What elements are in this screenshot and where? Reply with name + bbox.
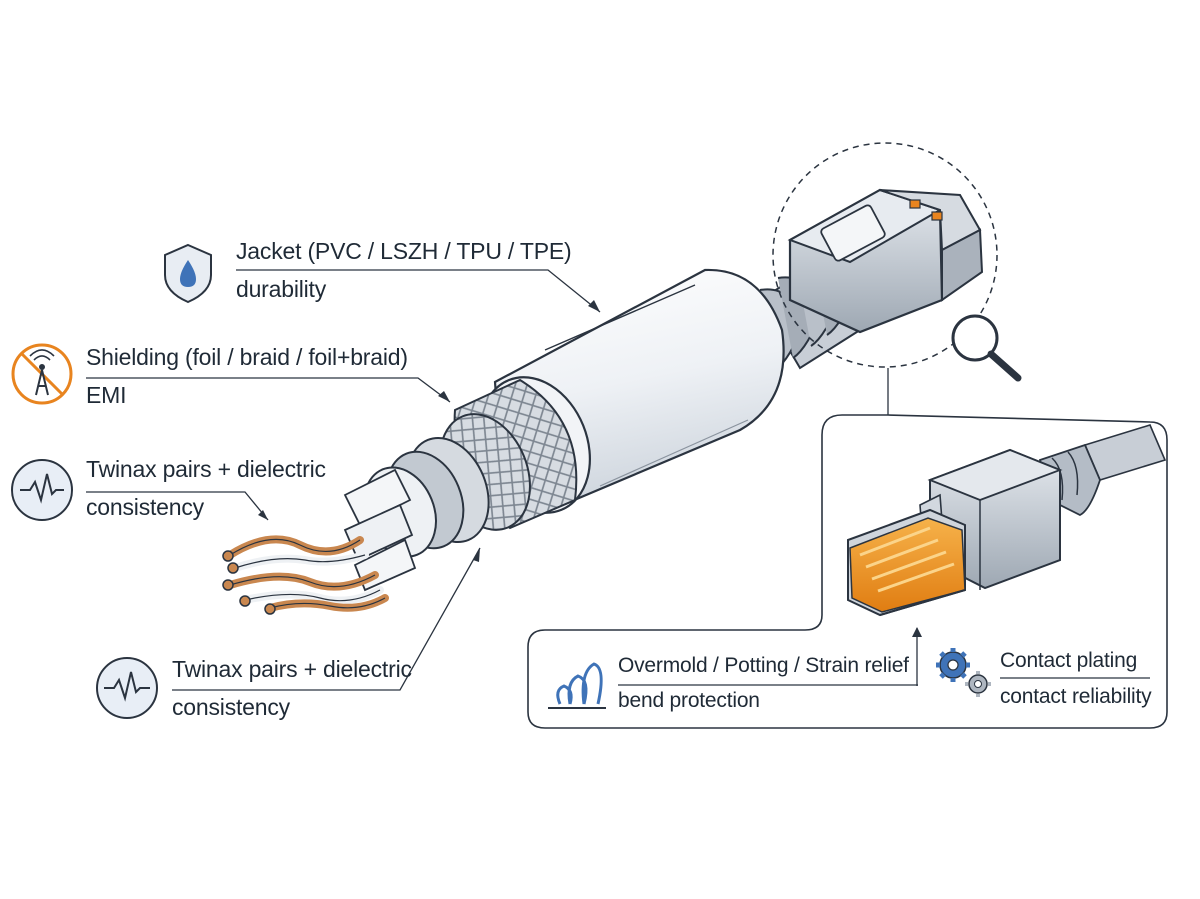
shielding-subtitle: EMI [86, 382, 127, 408]
magnifier-icon [951, 314, 1022, 382]
twinax-upper-title: Twinax pairs + dielectric [86, 456, 326, 482]
cable-assembly [222, 188, 984, 615]
twinax-upper-subtitle: consistency [86, 494, 204, 520]
gears-icon [936, 648, 991, 697]
jacket-title: Jacket (PVC / LSZH / TPU / TPE) [236, 238, 572, 264]
jacket-subtitle: durability [236, 276, 327, 302]
zoom-focus-circle [772, 142, 998, 368]
signal-wave-icon [96, 657, 158, 719]
twinax-lower-title: Twinax pairs + dielectric [172, 656, 412, 682]
plating-title: Contact plating [1000, 649, 1138, 672]
usb-connector [787, 188, 984, 334]
spring-icon [548, 662, 606, 709]
twinax-lower-subtitle: consistency [172, 694, 290, 720]
detail-connector [847, 424, 1167, 617]
overmold-subtitle: bend protection [618, 689, 760, 712]
twinax-pairs [226, 535, 389, 612]
overmold-title: Overmold / Potting / Strain relief [618, 654, 909, 677]
conductor-ends [222, 550, 276, 615]
plating-subtitle: contact reliability [1000, 685, 1152, 708]
insulated-cores [343, 468, 417, 592]
shielding-title: Shielding (foil / braid / foil+braid) [86, 344, 408, 370]
shield-water-drop-icon [164, 243, 212, 304]
leader-lines [86, 269, 1150, 691]
signal-wave-icon [11, 459, 73, 521]
no-signal-antenna-icon [11, 343, 73, 405]
detail-panel-frame [527, 414, 1168, 729]
